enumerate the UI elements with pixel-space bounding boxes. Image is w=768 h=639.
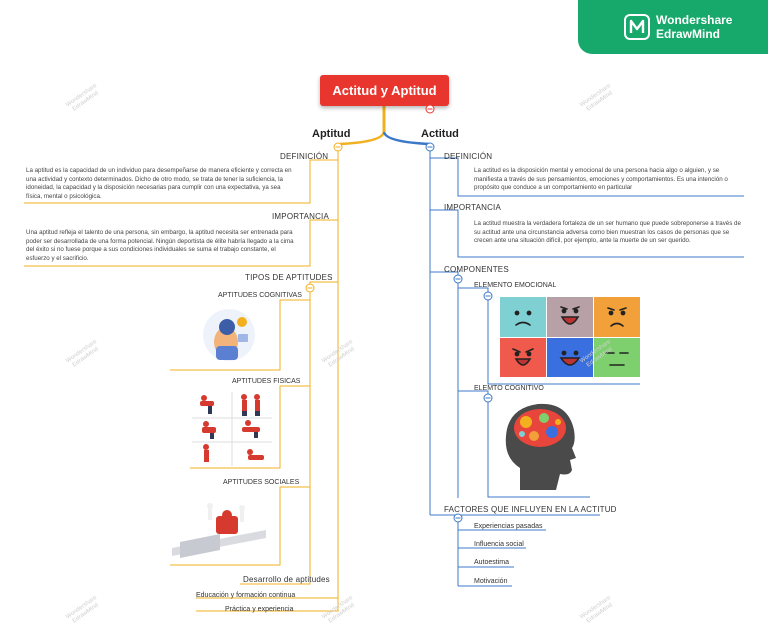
brand-line2: EdrawMind (656, 27, 721, 41)
topic-aptitud[interactable]: Aptitud (312, 128, 351, 140)
head-brain-illustration (505, 403, 576, 490)
aptitudes-cognitivas-label[interactable]: APTITUDES COGNITIVAS (218, 292, 302, 299)
collapse-cognitivo-icon[interactable] (483, 393, 493, 403)
collapse-factores-icon[interactable] (453, 513, 463, 523)
topic-actitud[interactable]: Actitud (421, 128, 459, 140)
root-topic[interactable]: Actitud y Aptitud (320, 75, 449, 106)
aptitud-importancia-label[interactable]: IMPORTANCIA (272, 212, 330, 221)
collapse-aptitud-icon[interactable] (333, 142, 343, 152)
collapse-tipos-icon[interactable] (305, 283, 315, 293)
aptitud-definicion-label[interactable]: DEFINICIÓN (280, 152, 329, 161)
componentes-label[interactable]: COMPONENTES (444, 265, 509, 274)
elemento-emocional-label[interactable]: ELEMENTO EMOCIONAL (474, 282, 557, 289)
desarrollo-aptitudes-label[interactable]: Desarrollo de aptitudes (243, 575, 330, 584)
factores-label[interactable]: FACTORES QUE INFLUYEN EN LA ACTITUD (444, 505, 617, 514)
aptitud-definicion-text: La aptitud es la capacidad de un individ… (26, 167, 292, 200)
elemento-cognitivo-label[interactable]: ELEMTO COGNITIVO (474, 385, 544, 392)
practica-experiencia-label[interactable]: Práctica y experiencia (225, 606, 294, 613)
aptitudes-sociales-label[interactable]: APTITUDES SOCIALES (223, 479, 300, 486)
physical-illustration (192, 392, 272, 466)
factor-influencia[interactable]: Influencia social (474, 541, 524, 548)
brand-name: Wondershare EdrawMind (656, 13, 732, 41)
factor-autoestima[interactable]: Autoestima (474, 559, 510, 566)
collapse-icon[interactable] (425, 104, 435, 114)
educacion-formacion-label[interactable]: Educación y formación continua (196, 592, 296, 599)
brand-badge: Wondershare EdrawMind (578, 0, 768, 54)
collapse-emocional-icon[interactable] (483, 291, 493, 301)
brand-line1: Wondershare (656, 13, 733, 27)
factor-motivacion[interactable]: Motivación (474, 578, 508, 585)
actitud-importancia-label[interactable]: IMPORTANCIA (444, 203, 502, 212)
aptitudes-fisicas-label[interactable]: APTITUDES FISICAS (232, 378, 301, 385)
tipos-aptitudes-label[interactable]: TIPOS DE APTITUDES (245, 273, 333, 282)
factor-experiencias[interactable]: Experiencias pasadas (474, 523, 543, 530)
actitud-importancia-text: La actitud muestra la verdadera fortalez… (474, 220, 741, 245)
emotion-faces-illustration (500, 297, 640, 377)
collapse-actitud-icon[interactable] (425, 142, 435, 152)
cognitive-illustration (203, 309, 255, 361)
aptitud-importancia-text: Una aptitud refleja el talento de una pe… (26, 229, 294, 262)
collapse-componentes-icon[interactable] (453, 274, 463, 284)
edrawmind-logo-icon (624, 14, 650, 40)
social-illustration (172, 503, 266, 558)
actitud-definicion-text: La actitud es la disposición mental y em… (474, 167, 728, 192)
actitud-definicion-label[interactable]: DEFINICIÓN (444, 152, 493, 161)
